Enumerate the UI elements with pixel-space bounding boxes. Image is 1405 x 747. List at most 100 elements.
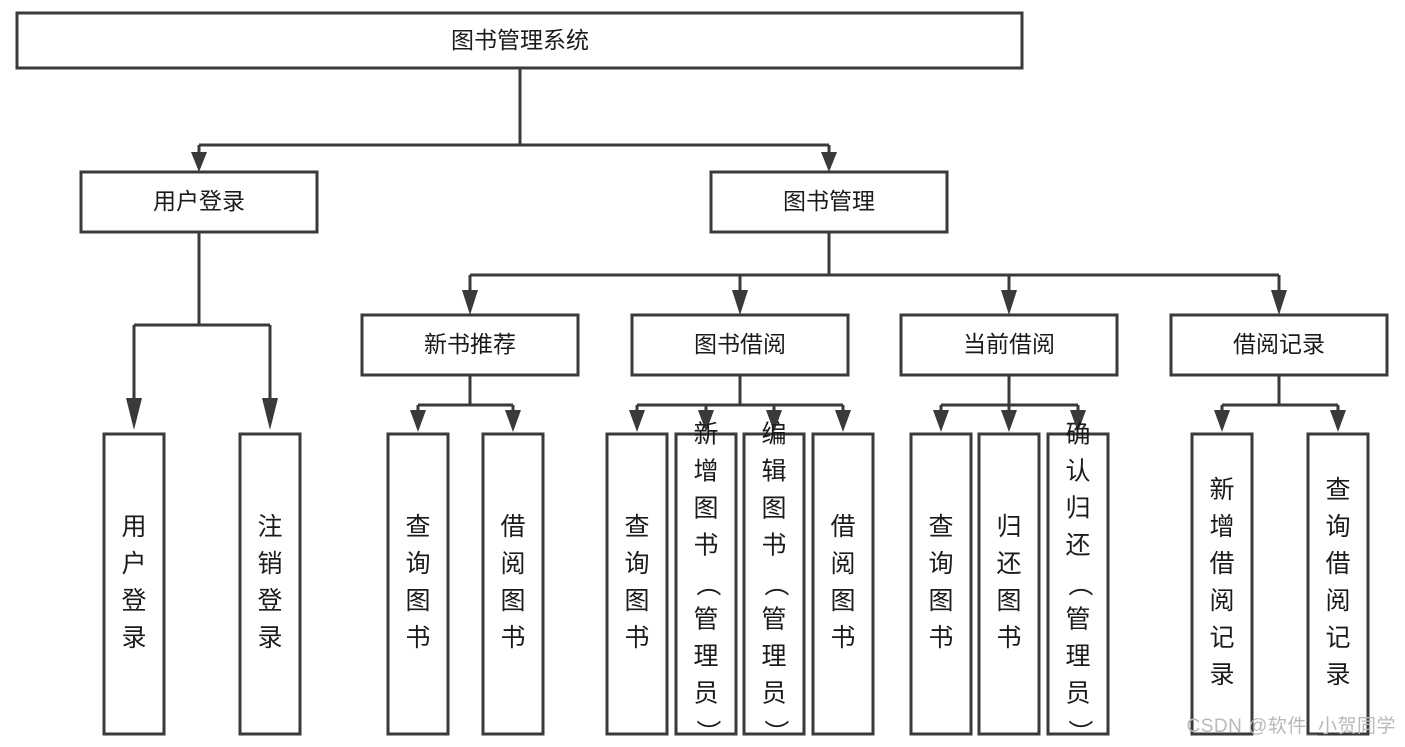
node-leaf-query-book-1-box[interactable] [386, 432, 450, 736]
node-user-login-box[interactable] [79, 170, 319, 234]
arrow-to-leaf-add-book [698, 410, 714, 432]
svg-text:书: 书 [405, 624, 430, 652]
svg-text:理: 理 [693, 643, 718, 671]
node-root-label: 图书管理系统 [451, 27, 589, 53]
arrow-to-leaf-borrow-book-1 [505, 410, 521, 432]
node-leaf-user-logout-box[interactable] [238, 432, 302, 736]
node-user-login-label: 用户登录 [153, 188, 245, 214]
node-leaf-user-login-box[interactable] [102, 432, 166, 736]
node-leaf-edit-book-box[interactable] [742, 432, 806, 736]
arrow-to-leaf-query-record [1330, 410, 1346, 432]
svg-text:理: 理 [761, 643, 786, 671]
arrow-to-leaf-query-book-2 [629, 410, 645, 432]
svg-text:书: 书 [624, 624, 649, 652]
node-current-borrow-label: 当前借阅 [963, 331, 1055, 357]
svg-text:询: 询 [928, 550, 953, 578]
node-borrow-record-box[interactable] [1169, 313, 1389, 377]
svg-text:图: 图 [693, 495, 718, 523]
node-book-borrow[interactable]: 图书借阅 [630, 313, 850, 377]
svg-text:认: 认 [1065, 458, 1090, 486]
arrow-to-user-login [191, 152, 207, 172]
arrow-to-leaf-return-book [1001, 410, 1017, 432]
arrow-to-leaf-query-book-3 [933, 410, 949, 432]
node-leaf-borrow-book-2-box[interactable] [811, 432, 875, 736]
node-leaf-query-book-2-box[interactable] [605, 432, 669, 736]
svg-text:）: ） [1065, 719, 1093, 744]
node-leaf-user-login-label: 用户登录 [121, 513, 146, 652]
node-current-borrow-box[interactable] [899, 313, 1119, 377]
svg-text:图: 图 [830, 587, 855, 615]
svg-text:阅: 阅 [1209, 587, 1234, 615]
arrow-to-book-borrow [732, 290, 748, 315]
arrow-to-borrow-record [1271, 290, 1287, 315]
svg-text:理: 理 [1065, 643, 1090, 671]
arrow-to-current-borrow [1001, 290, 1017, 315]
node-borrow-record[interactable]: 借阅记录 [1169, 313, 1389, 377]
node-leaf-query-record-box[interactable] [1306, 432, 1370, 736]
svg-text:录: 录 [1325, 661, 1350, 689]
node-leaf-add-record-box[interactable] [1190, 432, 1254, 736]
node-user-login[interactable]: 用户登录 [79, 170, 319, 234]
arrow-to-leaf-user-logout [262, 398, 278, 430]
svg-text:注: 注 [257, 513, 282, 541]
node-leaf-borrow-book-1-box[interactable] [481, 432, 545, 736]
svg-text:借: 借 [830, 513, 855, 541]
node-leaf-add-book-box[interactable] [674, 432, 738, 736]
svg-text:查: 查 [1325, 476, 1350, 504]
svg-text:确: 确 [1065, 421, 1090, 449]
svg-text:员: 员 [761, 680, 786, 708]
node-leaf-confirm-return-box[interactable] [1046, 432, 1110, 736]
svg-text:书: 书 [500, 624, 525, 652]
svg-text:户: 户 [121, 550, 146, 578]
arrow-to-leaf-borrow-book-2 [835, 410, 851, 432]
svg-text:员: 员 [693, 680, 718, 708]
node-new-book-recommend-box[interactable] [360, 313, 580, 377]
node-leaf-query-book-3-box[interactable] [909, 432, 973, 736]
node-book-borrow-box[interactable] [630, 313, 850, 377]
node-root-box[interactable] [15, 11, 1024, 70]
svg-text:管: 管 [693, 606, 718, 634]
svg-text:还: 还 [1065, 532, 1090, 560]
node-book-manage[interactable]: 图书管理 [709, 170, 949, 234]
node-book-manage-box[interactable] [709, 170, 949, 234]
svg-text:记: 记 [1209, 624, 1234, 652]
svg-text:还: 还 [996, 550, 1021, 578]
svg-text:编: 编 [761, 421, 786, 449]
svg-text:（: （ [693, 571, 721, 596]
node-leaf-user-login[interactable]: 用户登录 [102, 432, 166, 736]
svg-text:书: 书 [693, 532, 718, 560]
svg-text:书: 书 [761, 532, 786, 560]
arrow-to-leaf-edit-book [766, 410, 782, 432]
node-leaf-return-book-box[interactable] [977, 432, 1041, 736]
svg-text:（: （ [761, 571, 789, 596]
svg-text:归: 归 [1065, 495, 1090, 523]
svg-text:归: 归 [996, 513, 1021, 541]
node-current-borrow[interactable]: 当前借阅 [899, 313, 1119, 377]
node-new-book-recommend[interactable]: 新书推荐 [360, 313, 580, 377]
svg-text:查: 查 [928, 513, 953, 541]
svg-text:管: 管 [761, 606, 786, 634]
svg-text:销: 销 [257, 550, 282, 578]
node-root[interactable]: 图书管理系统 [15, 11, 1024, 70]
node-new-book-recommend-label: 新书推荐 [424, 331, 516, 357]
svg-text:询: 询 [624, 550, 649, 578]
